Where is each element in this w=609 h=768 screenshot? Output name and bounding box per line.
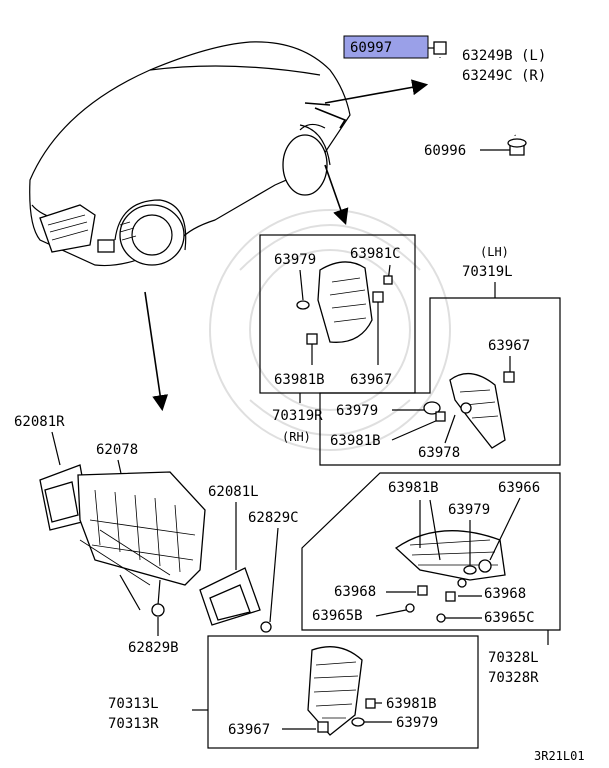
label-62081R: 62081R xyxy=(14,414,65,430)
label-60997: 60997 xyxy=(350,40,392,56)
label-63979-b: 63979 xyxy=(336,403,378,419)
label-rh: (RH) xyxy=(282,430,311,444)
label-70328R: 70328R xyxy=(488,670,539,686)
label-63979-c: 63979 xyxy=(448,502,490,518)
label-63978: 63978 xyxy=(418,445,460,461)
label-70328L: 70328L xyxy=(488,650,539,666)
rh-shield-group: 63979 63981C 63981B 63967 70319R (RH) xyxy=(259,234,416,444)
label-63981C: 63981C xyxy=(350,246,401,262)
arrow-to-rh-shield xyxy=(324,164,349,226)
label-63968-a: 63968 xyxy=(334,584,376,600)
label-70313R: 70313R xyxy=(108,716,159,732)
label-lh: (LH) xyxy=(480,245,509,259)
label-63981B-b: 63981B xyxy=(330,433,381,449)
label-63979-d: 63979 xyxy=(396,715,438,731)
label-60996: 60996 xyxy=(424,143,466,159)
car-body-illustration xyxy=(29,41,351,267)
label-70319L: 70319L xyxy=(462,264,513,280)
label-63967-b: 63967 xyxy=(488,338,530,354)
arrow-to-hose xyxy=(324,79,429,104)
label-63965C: 63965C xyxy=(484,610,535,626)
watermark-logo xyxy=(209,209,451,451)
shield-70328-group: 63981B 63966 63979 63968 63968 63965B 63… xyxy=(301,472,561,686)
label-63967-a: 63967 xyxy=(350,372,392,388)
label-70319R: 70319R xyxy=(272,408,323,424)
label-63967-c: 63967 xyxy=(228,722,270,738)
label-63979-a: 63979 xyxy=(274,252,316,268)
lh-shield-group: (LH) 70319L 63967 63979 63981B 63978 xyxy=(319,245,561,466)
label-62078: 62078 xyxy=(96,442,138,458)
label-63968-b: 63968 xyxy=(484,586,526,602)
part-60997-highlight xyxy=(343,35,429,59)
label-63965B: 63965B xyxy=(312,608,363,624)
label-62081L: 62081L xyxy=(208,484,259,500)
label-62829B: 62829B xyxy=(128,640,179,656)
label-63981B-a: 63981B xyxy=(274,372,325,388)
label-62829C: 62829C xyxy=(248,510,299,526)
label-70313L: 70313L xyxy=(108,696,159,712)
label-63981B-d: 63981B xyxy=(386,696,437,712)
label-63249B: 63249B (L) xyxy=(462,48,546,64)
arrow-to-duct xyxy=(144,291,169,412)
hose-assembly: 60997 63249B (L) 63249C (R) 60996 xyxy=(343,35,546,159)
label-63966: 63966 xyxy=(498,480,540,496)
shield-70313-group: 70313L 70313R 63967 63981B 63979 xyxy=(108,635,479,749)
air-duct-group: 62081R 62078 62829B 62081L 62829C xyxy=(14,414,299,656)
label-63249C: 63249C (R) xyxy=(462,68,546,84)
diagram-code: 3R21L01 xyxy=(534,749,585,763)
label-63981B-c: 63981B xyxy=(388,480,439,496)
